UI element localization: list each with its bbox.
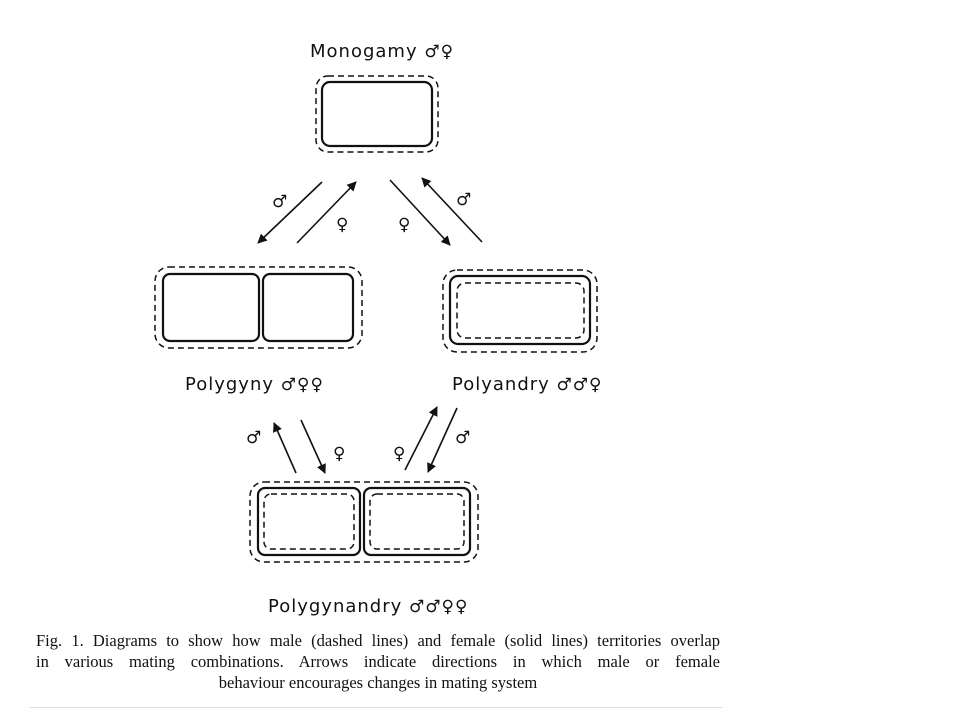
- monogamy-male-territory: [315, 75, 439, 153]
- divider: [30, 707, 722, 708]
- arrow-female-to-polyandry: [404, 406, 438, 471]
- arrow-female-to-monogamy: [296, 181, 357, 244]
- polygynandry-label: Polygynandry ♂♂♀♀: [268, 596, 468, 617]
- arrow-male-to-polygyny: [257, 181, 323, 244]
- polyandry-male-territory: [456, 282, 585, 339]
- monogamy-female-territory: [320, 80, 434, 148]
- polygyny-female-territory: [261, 272, 355, 343]
- caption-line: behaviour encourages changes in mating s…: [218, 673, 538, 692]
- female-symbol: ♀: [398, 215, 410, 235]
- polyandry-male-territory: [442, 269, 598, 353]
- male-symbol: ♂: [456, 190, 471, 210]
- caption-line: Fig. 1. Diagrams to show how male (dashe…: [36, 631, 720, 650]
- arrow-male-to-polygynandry: [427, 407, 458, 473]
- polygyny-female-territory: [161, 272, 261, 343]
- polygynandry-male-territory: [249, 481, 479, 563]
- arrow-female-to-polyandry: [389, 179, 451, 246]
- polygyny-label: Polygyny ♂♀♀: [185, 374, 324, 395]
- polygynandry-male-territory: [263, 493, 355, 550]
- polygynandry-female-territory: [256, 486, 362, 557]
- female-symbol: ♀: [333, 444, 345, 464]
- monogamy-label: Monogamy ♂♀: [310, 41, 454, 62]
- male-symbol: ♂: [455, 428, 470, 448]
- male-symbol: ♂: [272, 192, 287, 212]
- polyandry-female-territory: [448, 274, 592, 346]
- figure-caption: Fig. 1. Diagrams to show how male (dashe…: [36, 630, 720, 693]
- polygyny-male-territory: [154, 266, 363, 349]
- caption-line: in various mating combinations. Arrows i…: [36, 652, 720, 671]
- female-symbol: ♀: [393, 444, 405, 464]
- arrow-male-to-polygyny: [273, 422, 297, 474]
- arrow-male-to-monogamy: [421, 177, 483, 243]
- polygynandry-male-territory: [369, 493, 465, 550]
- arrow-female-to-polygynandry: [300, 419, 326, 474]
- polyandry-label: Polyandry ♂♂♀: [452, 374, 602, 395]
- male-symbol: ♂: [246, 428, 261, 448]
- polygynandry-female-territory: [362, 486, 472, 557]
- female-symbol: ♀: [336, 215, 348, 235]
